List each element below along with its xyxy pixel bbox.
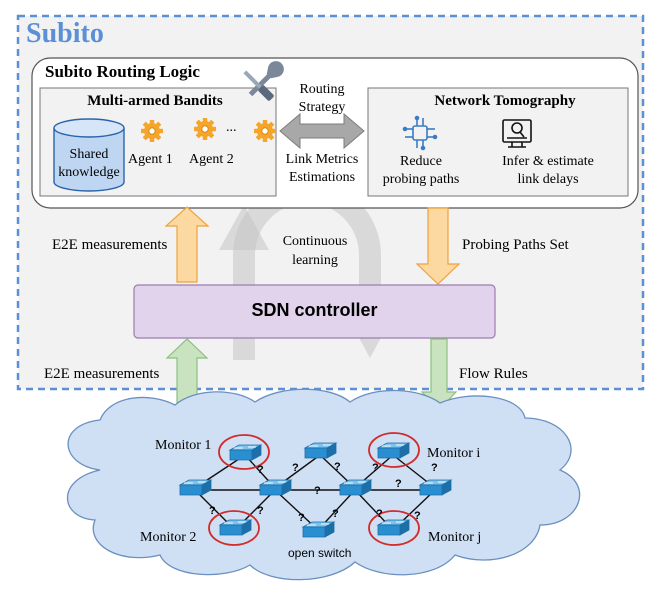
routing-logic-title: Subito Routing Logic (45, 62, 200, 81)
reduce-line1: Reduce (400, 154, 442, 169)
tomography-title: Network Tomography (434, 93, 576, 109)
monitor-rings (208, 432, 420, 546)
flow-rules-label: Flow Rules (459, 366, 528, 382)
link-unknown-mark: ? (257, 464, 264, 476)
agent-ellipsis: ... (226, 120, 237, 135)
agent2-gear-icon (193, 117, 217, 141)
open-switch-label: open switch (288, 546, 352, 560)
shared-knowledge-cylinder-icon (53, 118, 125, 192)
exchange-double-arrow (279, 112, 365, 150)
routing-strategy-line2: Strategy (298, 100, 346, 115)
continuous-line2: learning (292, 253, 338, 268)
switch-monitorj-icon (377, 519, 410, 536)
shared-knowledge-label-line1: Shared (69, 147, 109, 162)
document-magnifier-icon (502, 119, 532, 148)
network-cloud (67, 388, 581, 581)
switch-center-right-icon (339, 479, 372, 496)
agent2-label: Agent 2 (189, 152, 234, 167)
switch-monitori-icon (377, 442, 410, 459)
link-unknown-mark: ? (414, 510, 421, 522)
e2e-lower-label: E2E measurements (44, 366, 160, 382)
monitor1-label: Monitor 1 (155, 438, 212, 453)
monitori-label: Monitor i (427, 446, 481, 461)
link-unknown-mark: ? (292, 462, 299, 474)
switch-open-icon (302, 521, 335, 538)
agent1-gear-icon (140, 119, 164, 143)
switch-center-left-icon (259, 479, 292, 496)
shared-knowledge-label-line2: knowledge (58, 165, 120, 180)
continuous-line1: Continuous (282, 234, 348, 249)
tools-icon (243, 61, 284, 101)
link-unknown-mark: ? (372, 462, 379, 474)
probing-set-label: Probing Paths Set (462, 237, 569, 253)
link-unknown-mark: ? (431, 462, 438, 474)
monitorj-label: Monitor j (428, 530, 482, 545)
tomography-box (367, 87, 629, 197)
link-unknown-mark: ? (376, 508, 383, 520)
link-metrics-line1: Link Metrics (285, 152, 359, 167)
agent1-label: Agent 1 (128, 152, 173, 167)
sdn-controller-box (133, 284, 496, 339)
link-metrics-line2: Estimations (288, 170, 356, 185)
routing-strategy-line1: Routing (299, 82, 345, 97)
continuous-learning-arrowhead-up (219, 205, 269, 250)
switch-monitor1-icon (229, 444, 262, 461)
link-unknown-mark: ? (332, 508, 339, 520)
link-unknown-mark: ? (257, 505, 264, 517)
subito-label: Subito (26, 18, 104, 49)
switch-top-middle-icon (304, 442, 337, 459)
switch-monitor2-icon (219, 519, 252, 536)
switch-left-icon (179, 479, 212, 496)
probing-paths-arrow (415, 207, 461, 285)
infer-line1: Infer & estimate (502, 154, 594, 169)
circuit-icon (402, 115, 438, 151)
bandits-title: Multi-armed Bandits (87, 93, 223, 109)
reduce-line2: probing paths (382, 172, 460, 187)
link-unknown-mark: ? (314, 485, 321, 497)
switch-right-icon (419, 479, 452, 496)
link-unknown-mark: ? (298, 512, 305, 524)
monitor2-label: Monitor 2 (140, 530, 197, 545)
e2e-upper-arrow (164, 206, 210, 283)
link-unknown-mark: ? (334, 461, 341, 473)
link-unknown-mark: ? (395, 478, 402, 490)
agent-n-gear-icon (253, 119, 277, 143)
infer-line2: link delays (517, 172, 579, 187)
link-unknown-mark: ? (209, 505, 216, 517)
e2e-upper-label: E2E measurements (52, 237, 168, 253)
sdn-controller-label: SDN controller (251, 300, 378, 320)
